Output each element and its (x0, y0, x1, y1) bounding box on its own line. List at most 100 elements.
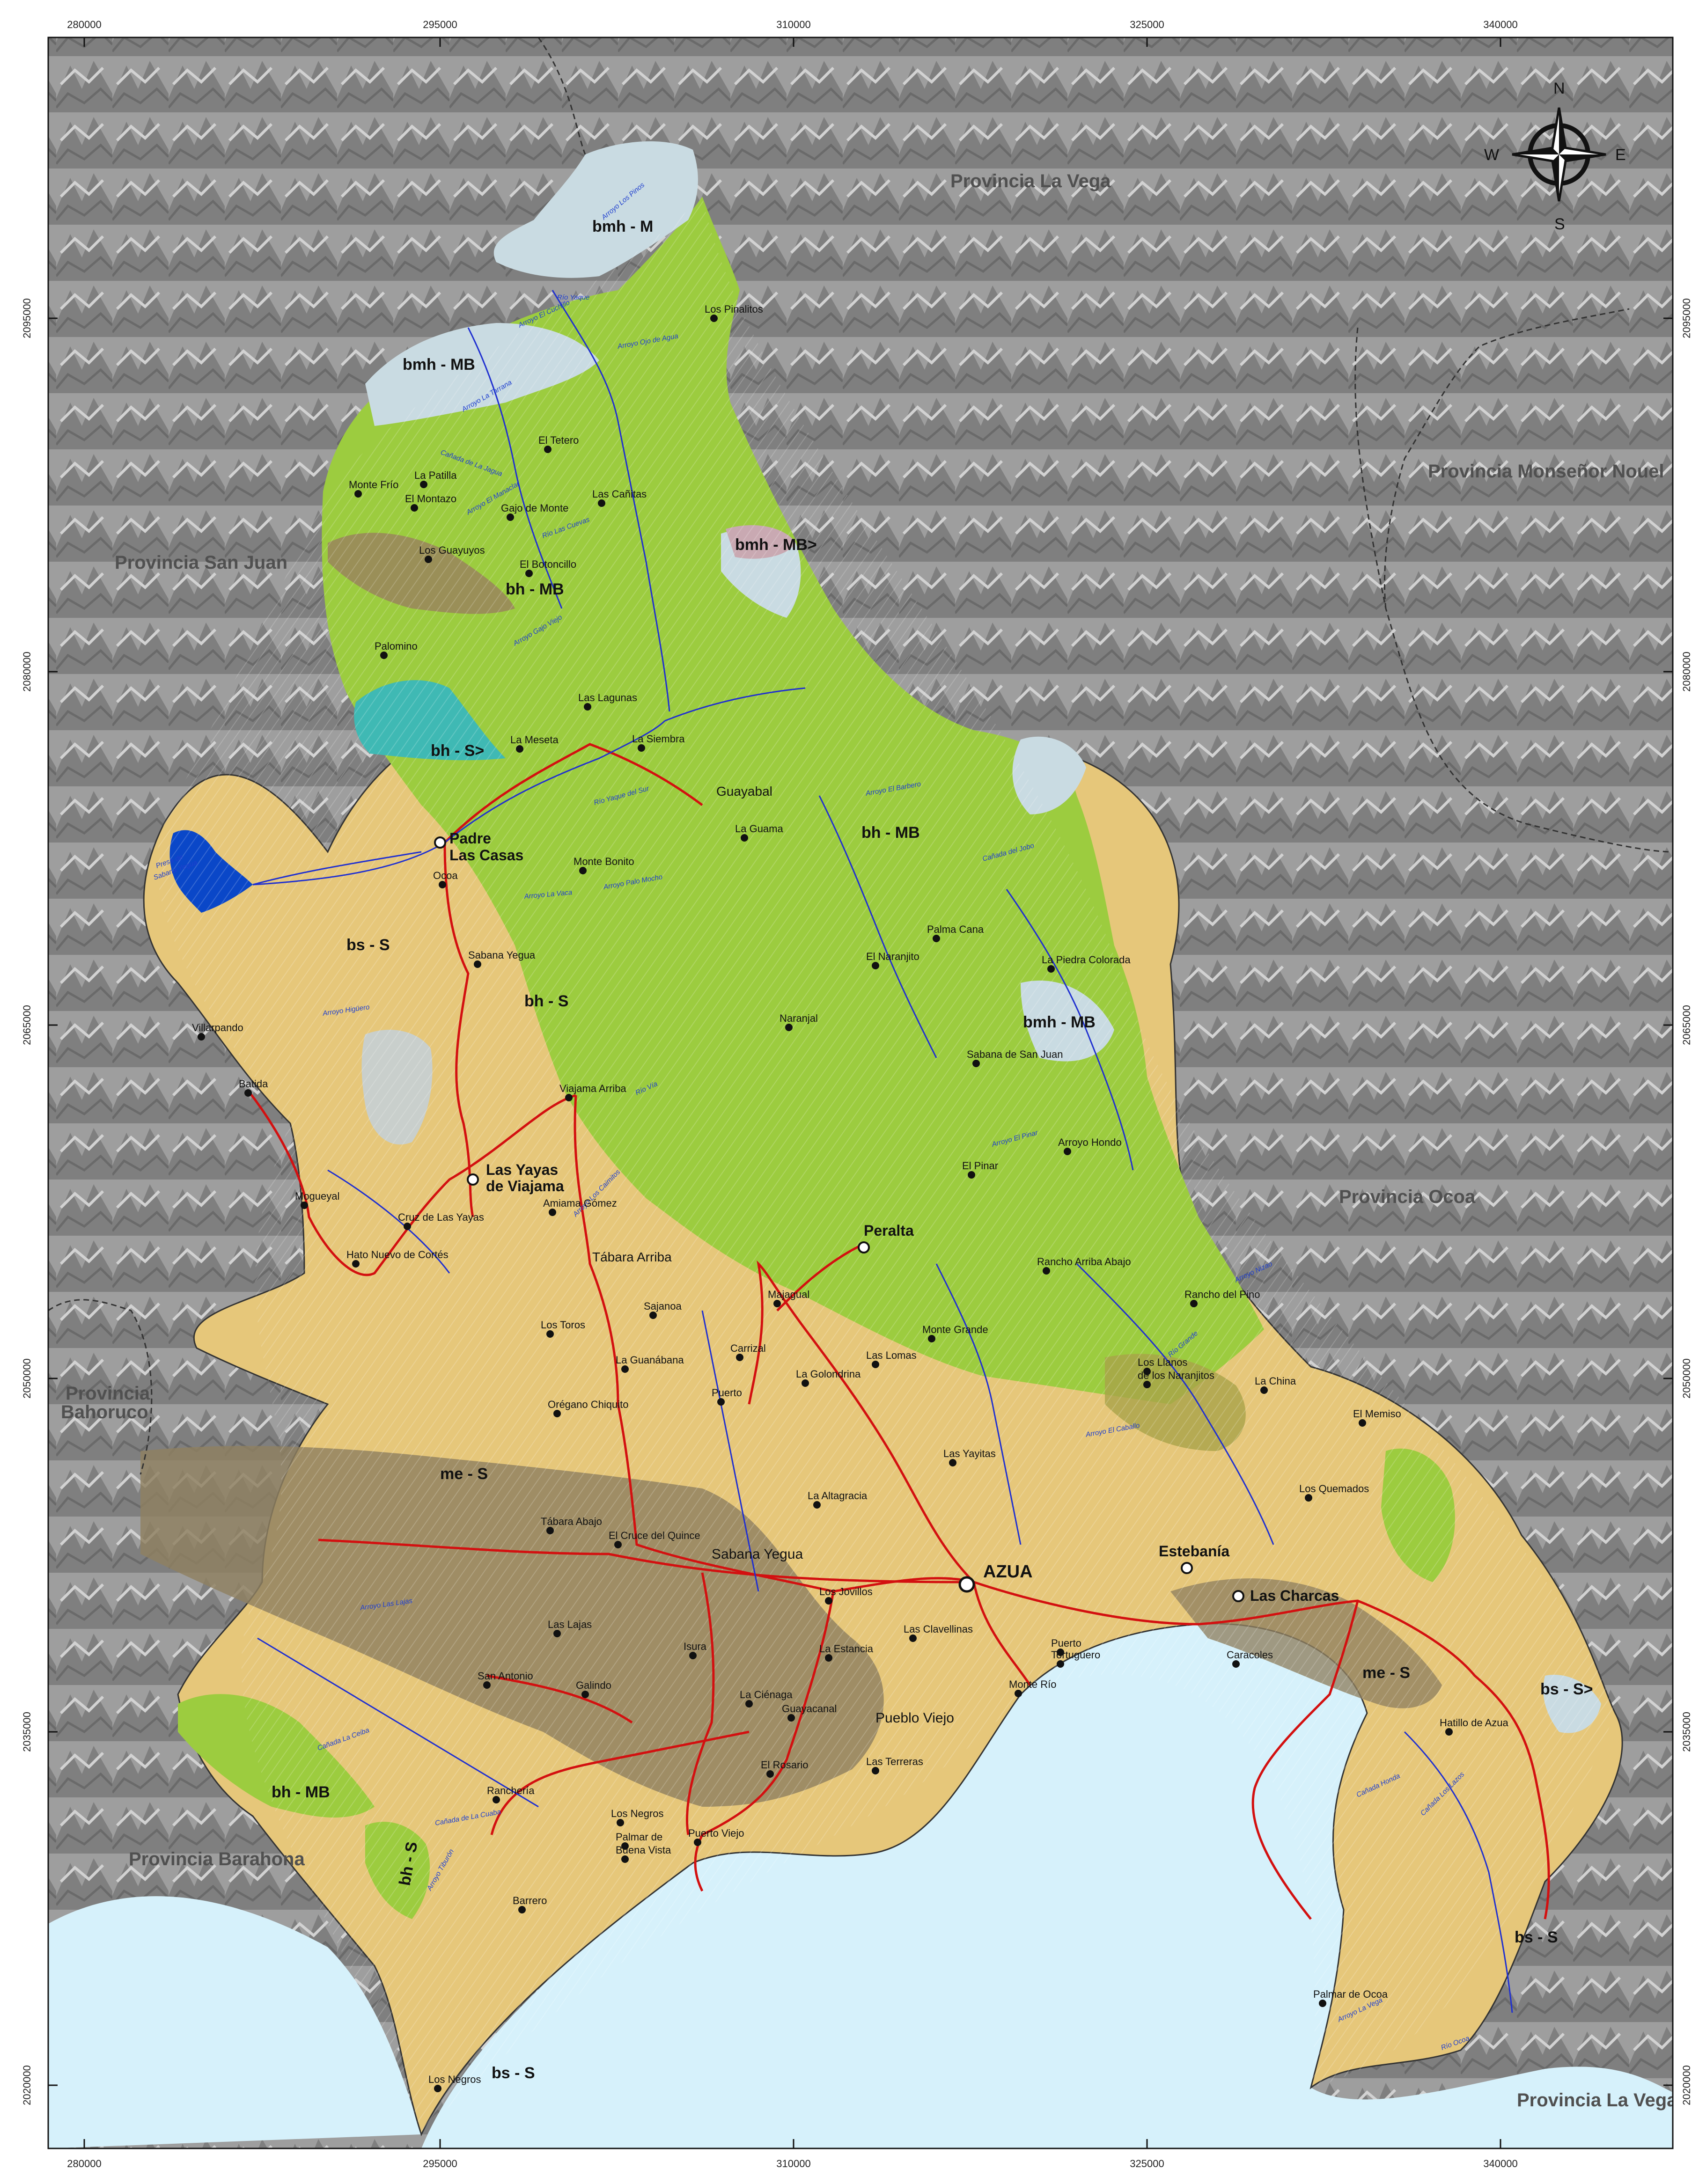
town-label[interactable]: Sabana Yegua (712, 1546, 803, 1562)
town-label[interactable]: Palomino (375, 640, 418, 652)
town-label[interactable]: Monte Frío (349, 479, 398, 491)
town-label[interactable]: Sabana Yegua (468, 949, 536, 961)
town-label[interactable]: Viajama Arriba (559, 1083, 626, 1094)
town-label[interactable]: Los Negros (428, 2074, 481, 2085)
town-label[interactable]: Las Lajas (548, 1619, 592, 1630)
town-label[interactable]: Monte Bonito (574, 856, 634, 867)
town-label[interactable]: Rancho del Pino (1184, 1289, 1260, 1300)
town-label[interactable]: Orégano Chiquito (548, 1399, 628, 1410)
town-label[interactable]: Las Yayas (486, 1161, 558, 1178)
town-label[interactable]: Palmar de (616, 1831, 662, 1843)
city-symbol[interactable] (434, 836, 446, 849)
town-label[interactable]: Estebanía (1159, 1543, 1229, 1560)
town-label[interactable]: Caracoles (1227, 1649, 1273, 1661)
town-label[interactable]: El Memiso (1353, 1408, 1401, 1420)
town-label[interactable]: de Viajama (486, 1178, 564, 1195)
town-label[interactable]: El Pinar (962, 1160, 998, 1172)
town-label[interactable]: La Meseta (510, 734, 559, 746)
town-label[interactable]: El Botoncillo (520, 558, 576, 570)
town-label[interactable]: Mogueyal (295, 1190, 339, 1202)
town-label[interactable]: Rancho Arriba Abajo (1037, 1256, 1131, 1268)
town-label[interactable]: Tortuguero (1051, 1649, 1100, 1661)
town-label[interactable]: San Antonio (478, 1670, 533, 1682)
town-label[interactable]: Palmar de Ocoa (1313, 1988, 1388, 2000)
town-label[interactable]: Amiama Gómez (543, 1197, 617, 1209)
town-label[interactable]: La Piedra Colorada (1042, 954, 1131, 966)
town-label[interactable]: Villarpando (192, 1022, 243, 1033)
town-label[interactable]: Isura (684, 1641, 707, 1652)
province-boundary (1383, 308, 1630, 609)
town-label[interactable]: La China (1255, 1375, 1296, 1387)
town-label[interactable]: El Montazo (405, 493, 456, 505)
city-symbol[interactable] (1181, 1562, 1193, 1574)
town-label[interactable]: La Estancia (819, 1643, 874, 1655)
town-label[interactable]: Sabana de San Juan (967, 1048, 1063, 1060)
tick-label-y-right: 2080000 (1681, 652, 1692, 692)
town-label[interactable]: Hatillo de Azua (1440, 1717, 1509, 1729)
zone-label: bmh - MB (403, 356, 475, 374)
town-label[interactable]: El Tetero (538, 434, 579, 446)
town-label[interactable]: Las Charcas (1250, 1587, 1339, 1604)
town-label[interactable]: Palma Cana (927, 923, 984, 935)
capital-symbol[interactable] (958, 1576, 975, 1593)
town-label[interactable]: Cruz de Las Yayas (398, 1211, 484, 1223)
town-label[interactable]: Las Yayitas (943, 1448, 996, 1459)
town-label[interactable]: Monte Grande (922, 1324, 988, 1335)
town-label[interactable]: Puerto (1051, 1637, 1081, 1649)
town-label[interactable]: Batida (239, 1078, 268, 1090)
town-label[interactable]: Las Lomas (866, 1349, 917, 1361)
town-label[interactable]: Las Clavellinas (904, 1623, 973, 1635)
town-label[interactable]: Los Quemados (1299, 1483, 1369, 1495)
town-label[interactable]: Hato Nuevo de Cortés (346, 1249, 449, 1261)
town-label[interactable]: Carrizal (730, 1342, 766, 1354)
town-label[interactable]: Las Terreras (866, 1756, 923, 1767)
town-label[interactable]: Tábara Arriba (592, 1250, 672, 1264)
town-label[interactable]: La Golondrina (796, 1368, 861, 1380)
town-label[interactable]: de los Naranjitos (1138, 1370, 1214, 1381)
town-label[interactable]: Los Guayuyos (419, 544, 485, 556)
town-label[interactable]: AZUA (983, 1562, 1033, 1582)
city-symbol[interactable] (858, 1241, 870, 1253)
town-label[interactable]: Los Llanos (1138, 1356, 1187, 1368)
town-label[interactable]: La Patilla (414, 469, 457, 481)
town-label[interactable]: La Altagracia (808, 1490, 868, 1502)
town-label[interactable]: Tábara Abajo (541, 1516, 602, 1527)
town-label[interactable]: Los Toros (541, 1319, 585, 1331)
town-label[interactable]: Puerto (712, 1387, 742, 1399)
town-label[interactable]: Gajo de Monte (501, 502, 568, 514)
zone-label: bs - S (1515, 1928, 1558, 1946)
town-label[interactable]: Los Negros (611, 1808, 664, 1819)
town-label[interactable]: Los Jovillos (819, 1586, 873, 1598)
town-label[interactable]: La Siembra (632, 733, 685, 745)
town-label[interactable]: Majagual (768, 1289, 809, 1300)
town-label[interactable]: Los Pinalitos (705, 303, 763, 315)
town-label[interactable]: El Rosario (761, 1759, 808, 1771)
city-symbol[interactable] (1232, 1590, 1244, 1602)
town-label[interactable]: Barrero (513, 1895, 547, 1906)
town-label[interactable]: Las Casas (449, 847, 523, 864)
town-label[interactable]: Ranchería (487, 1785, 535, 1796)
town-label[interactable]: Ocoa (433, 870, 458, 881)
town-label[interactable]: Buena Vista (616, 1844, 671, 1856)
town-label[interactable]: La Guanábana (616, 1354, 684, 1366)
town-label[interactable]: Sajanoa (644, 1300, 682, 1312)
city-symbol[interactable] (467, 1173, 479, 1186)
town-label[interactable]: Padre (449, 830, 491, 847)
town-label[interactable]: El Naranjito (866, 951, 919, 962)
town-label[interactable]: El Cruce del Quince (609, 1530, 700, 1541)
town-label[interactable]: La Guama (735, 823, 783, 835)
town-label[interactable]: Pueblo Viejo (875, 1710, 954, 1726)
town-label[interactable]: Arroyo Hondo (1058, 1136, 1122, 1148)
town-label[interactable]: Peralta (864, 1222, 914, 1239)
town-label[interactable]: Las Cañitas (592, 488, 647, 500)
town-label[interactable]: La Ciénaga (740, 1689, 793, 1700)
town-label[interactable]: Guayacanal (782, 1703, 837, 1715)
town-label[interactable]: Guayabal (716, 784, 772, 799)
town-label[interactable]: Monte Río (1009, 1678, 1057, 1690)
compass-north: N (1553, 80, 1565, 97)
town-label[interactable]: Naranjal (780, 1012, 818, 1024)
town-label[interactable]: Galindo (576, 1679, 611, 1691)
town-label[interactable]: Puerto Viejo (688, 1827, 744, 1839)
town-label[interactable]: Las Lagunas (578, 692, 637, 704)
